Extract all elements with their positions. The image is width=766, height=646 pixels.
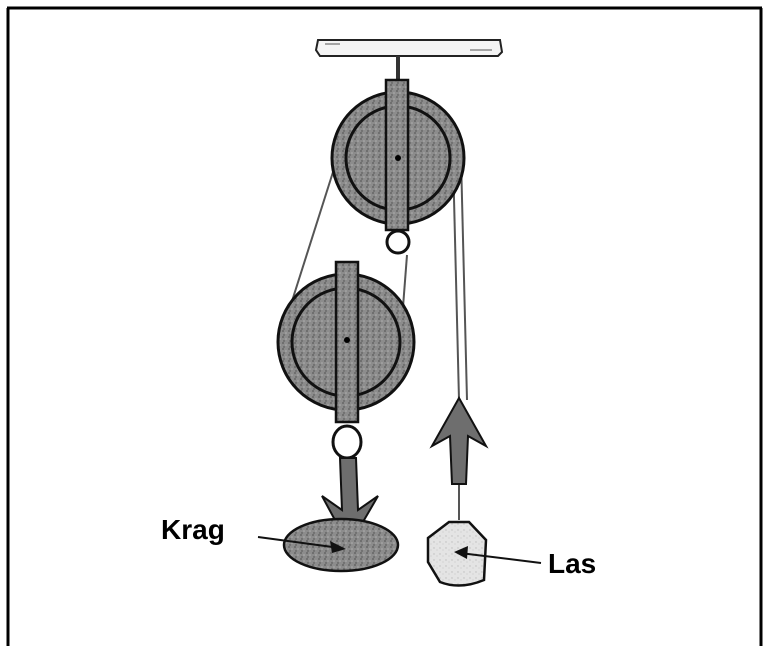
- rope: [285, 149, 468, 520]
- label-las: Las: [548, 548, 597, 579]
- frame-border: [6, 6, 763, 646]
- las-load: [426, 520, 488, 587]
- fixed-pulley: [330, 78, 466, 255]
- label-krag: Krag: [161, 514, 225, 545]
- krag-load: [282, 517, 400, 573]
- ceiling-beam: [314, 39, 504, 57]
- movable-pulley: [276, 260, 416, 460]
- up-arrow: [429, 395, 489, 485]
- label-pointers: [257, 536, 542, 564]
